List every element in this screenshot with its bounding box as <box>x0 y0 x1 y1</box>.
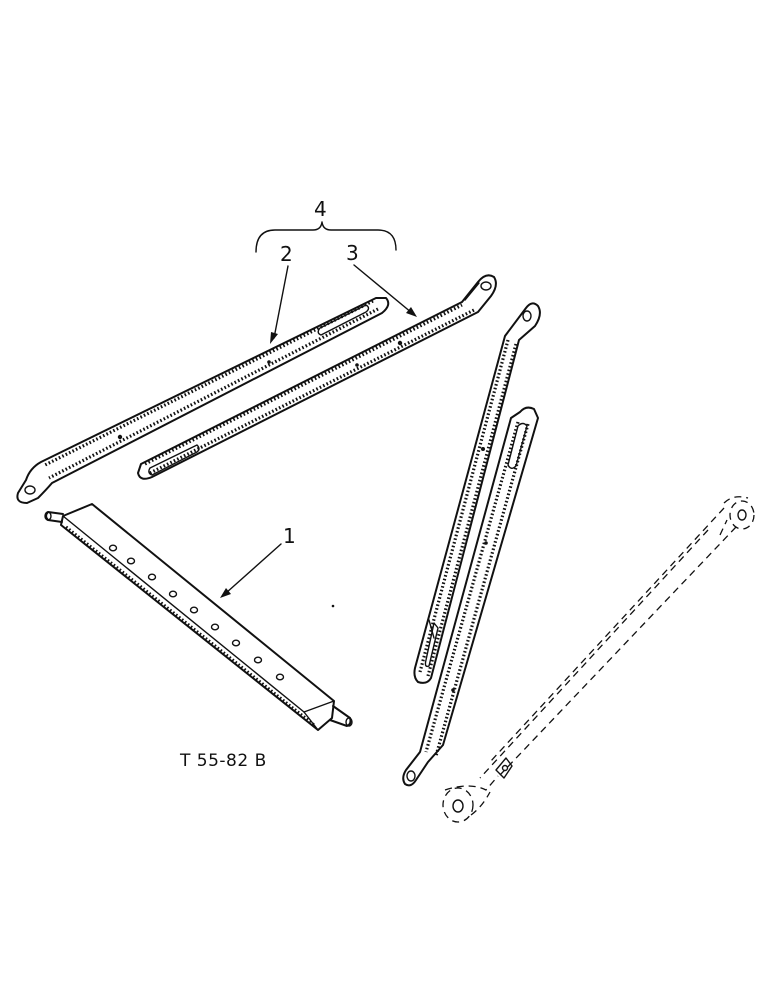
callout-4: 4 <box>314 197 327 221</box>
figure-code: T 55-82 B <box>179 751 267 771</box>
stabilizer-bar-right-a <box>413 302 541 684</box>
leader-1 <box>220 543 282 598</box>
stabilizer-bar-3 <box>137 274 497 480</box>
callout-3: 3 <box>346 241 359 265</box>
stray-dot <box>331 604 335 608</box>
leader-3 <box>353 264 417 317</box>
leader-2 <box>270 265 289 344</box>
stabilizer-bar-right-b <box>402 406 539 787</box>
drawbar-1 <box>44 503 353 731</box>
stabilizer-bar-2 <box>16 297 390 504</box>
callout-2: 2 <box>280 242 293 266</box>
callout-1: 1 <box>283 524 296 548</box>
kit-bracket <box>255 221 397 253</box>
lower-link-phantom <box>442 496 755 823</box>
